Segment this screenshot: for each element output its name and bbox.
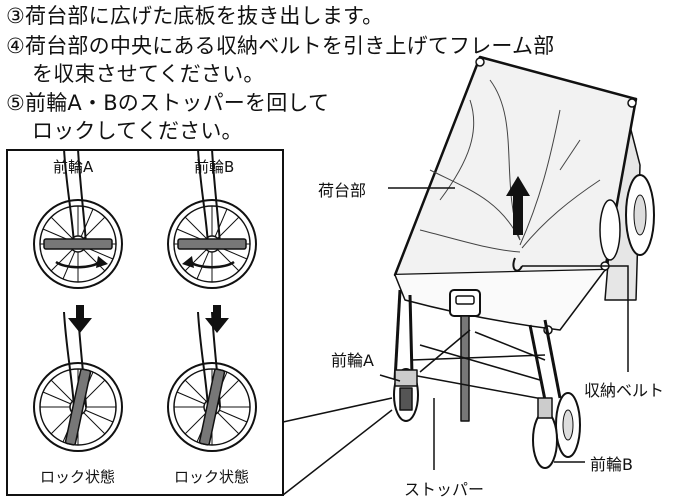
inset-lock-state-label-a: ロック状態 bbox=[40, 468, 116, 486]
cart-body bbox=[393, 55, 655, 469]
step-4-text-line2: を収束させてください。 bbox=[32, 62, 265, 86]
front-wheel-b-callout: 前輪B bbox=[590, 455, 633, 474]
inset-wheel-b-label: 前輪B bbox=[194, 158, 235, 176]
step-5-text-line2: ロックしてください。 bbox=[32, 119, 243, 143]
wheel-b-unlocked bbox=[167, 148, 257, 289]
wheel-b-locked bbox=[167, 311, 257, 452]
down-arrow-icon bbox=[68, 305, 92, 333]
step-4-text-line1: ④荷台部の中央にある収納ベルトを引き上げてフレーム部 bbox=[6, 34, 555, 58]
inset-lock-state-label-b: ロック状態 bbox=[174, 468, 250, 486]
stopper-callout: ストッパー bbox=[404, 480, 485, 499]
inset-wheel-a-label: 前輪A bbox=[53, 158, 94, 176]
storage-belt-callout: 収納ベルト bbox=[584, 381, 665, 400]
wheel-a-locked bbox=[33, 311, 123, 452]
inset-frame bbox=[6, 149, 284, 496]
down-arrow-icon bbox=[205, 305, 229, 333]
front-wheel-a-callout: 前輪A bbox=[331, 351, 374, 370]
cargo-callout: 荷台部 bbox=[318, 181, 367, 200]
step-3-text: ③荷台部に広げた底板を抜き出します。 bbox=[6, 4, 384, 28]
up-arrow-icon bbox=[506, 176, 530, 235]
step-5-text-line1: ⑤前輪A・Bのストッパーを回して bbox=[6, 91, 330, 115]
wheel-a-unlocked bbox=[33, 148, 123, 289]
